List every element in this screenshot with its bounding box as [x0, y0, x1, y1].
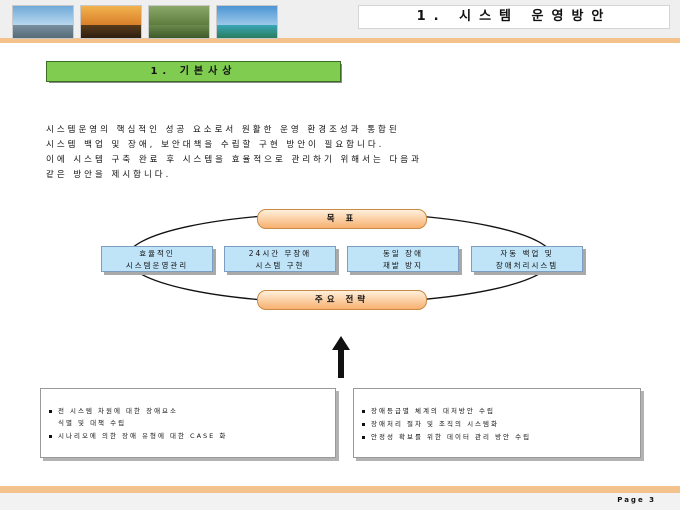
bullet-icon — [362, 409, 365, 413]
strategy-box-4: 자동 백업 및 장애처리시스템 — [471, 246, 583, 272]
intro-line-3: 이에 시스템 구축 완료 후 시스템을 효율적으로 관리하기 위해서는 다음과 — [46, 155, 422, 165]
tropical-beach-photo-icon — [216, 5, 278, 39]
bullet-icon — [362, 422, 365, 426]
strategy-pill: 주요 전략 — [257, 290, 427, 310]
list-item: 전 시스템 차원에 대한 장애요소 — [49, 406, 178, 416]
intro-line-1: 시스템운영의 핵심적인 성공 요소로서 원활한 운영 환경조성과 통합된 — [46, 125, 400, 135]
strategy-box-1-line2: 시스템운영관리 — [125, 261, 189, 270]
bullet-icon — [49, 434, 52, 438]
footer-accent-line — [0, 486, 680, 493]
footer-band — [0, 493, 680, 510]
strategy-box-4-line2: 장애처리시스템 — [495, 261, 559, 270]
garden-photo-icon — [148, 5, 210, 39]
strategy-box-2-line1: 24시간 무장애 — [248, 249, 312, 258]
strategy-box-2: 24시간 무장애 시스템 구현 — [224, 246, 336, 272]
section-title: 1. 기본사상 — [46, 61, 341, 82]
list-item: 안정성 확보를 위한 데이터 관리 방안 수립 — [362, 432, 531, 442]
goal-pill: 목 표 — [257, 209, 427, 229]
list-item: 시나리오에 의한 장애 유형에 대한 CASE 화 — [49, 431, 227, 441]
bottom-right-box: 장애등급별 체계의 대처방안 수립 장애처리 절차 및 조직의 시스템화 안정성… — [353, 388, 641, 458]
strategy-box-4-line1: 자동 백업 및 — [500, 249, 554, 258]
page-number: Page 3 — [617, 496, 656, 504]
bullet-icon — [362, 435, 365, 439]
header-accent-line — [0, 38, 680, 43]
strategy-box-3-line2: 재발 방지 — [383, 261, 423, 270]
intro-line-2: 시스템 백업 및 장애, 보안대책을 수립할 구현 방안이 필요합니다. — [46, 140, 385, 150]
palm-sunset-photo-icon — [80, 5, 142, 39]
bullet-icon — [49, 409, 52, 413]
page-title: 1. 시스템 운영방안 — [358, 5, 670, 29]
list-item: 장애등급별 체계의 대처방안 수립 — [362, 406, 495, 416]
strategy-box-3: 동일 장애 재발 방지 — [347, 246, 459, 272]
strategy-box-1: 효율적인 시스템운영관리 — [101, 246, 213, 272]
strategy-box-1-line1: 효율적인 — [139, 249, 175, 258]
pier-photo-icon — [12, 5, 74, 39]
intro-line-4: 같은 방안을 제시합니다. — [46, 170, 172, 180]
list-item: 장애처리 절차 및 조직의 시스템화 — [362, 419, 499, 429]
strategy-box-3-line1: 동일 장애 — [383, 249, 423, 258]
list-item: 식별 및 대책 수립 — [58, 419, 127, 427]
up-arrow-icon — [332, 336, 350, 378]
bottom-left-box: 전 시스템 차원에 대한 장애요소 식별 및 대책 수립 시나리오에 의한 장애… — [40, 388, 336, 458]
strategy-box-2-line2: 시스템 구현 — [255, 261, 305, 270]
